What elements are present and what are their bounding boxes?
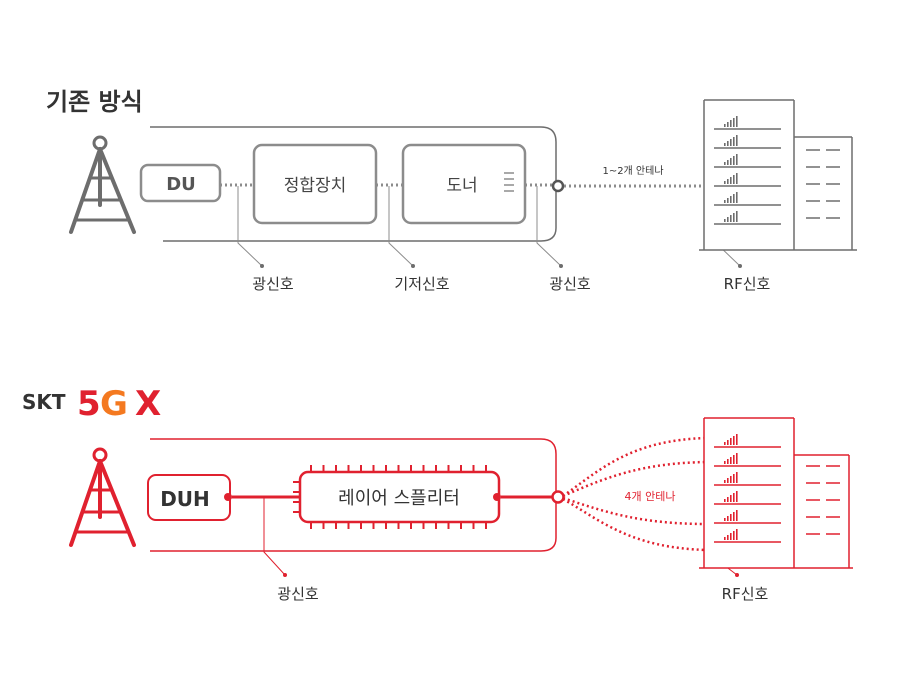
label-baseband: 기저신호	[394, 275, 449, 293]
skt-windows	[806, 465, 840, 535]
logo-x: X	[135, 384, 161, 424]
cell-tower-icon	[69, 135, 136, 234]
signal-bars-icon	[724, 211, 738, 222]
skt-section: SKT 5 G X DUH 레이어 스플리터	[22, 384, 853, 603]
optical-node-red	[551, 490, 565, 504]
cell-tower-red-icon	[69, 447, 136, 547]
building-icon	[699, 99, 857, 251]
signal-bars-icon	[724, 154, 738, 165]
splitter-label: 레이어 스플리터	[338, 488, 460, 509]
du-label: DU	[166, 174, 196, 195]
label-optical-2: 광신호	[549, 275, 591, 293]
donor-vent-icon	[504, 172, 514, 192]
donor-label: 도너	[446, 176, 477, 196]
building-red-icon	[699, 417, 853, 569]
label-rf-1: RF신호	[724, 275, 771, 293]
combiner-label: 정합장치	[284, 176, 347, 196]
skt-label-optical: 광신호	[277, 585, 319, 603]
signal-bars-icon	[724, 116, 738, 127]
signal-bars-icon	[724, 529, 738, 540]
duh-label: DUH	[160, 487, 210, 511]
legacy-windows	[806, 149, 840, 219]
signal-bars-icon	[724, 192, 738, 203]
logo-skt: SKT	[22, 390, 66, 414]
splitter-port	[493, 493, 501, 501]
antenna-fanout	[562, 436, 708, 552]
label-optical-1: 광신호	[252, 275, 294, 293]
signal-bars-icon	[724, 491, 738, 502]
legacy-antenna-note: 1~2개 안테나	[602, 165, 663, 177]
legacy-title: 기존 방식	[46, 88, 143, 116]
duh-port	[224, 493, 232, 501]
skt-leader-dots	[283, 573, 739, 577]
logo-g: G	[100, 384, 128, 424]
du-box	[139, 163, 222, 203]
skt-antenna-note: 4개 안테나	[625, 490, 676, 503]
skt-floors	[714, 434, 781, 543]
signal-bars-icon	[724, 135, 738, 146]
skt-label-rf: RF신호	[722, 585, 769, 603]
layer-splitter-chip: 레이어 스플리터	[293, 465, 501, 529]
skt-5gx-logo: SKT 5 G X	[22, 384, 161, 424]
legacy-leader-dots	[260, 264, 742, 268]
signal-bars-icon	[724, 453, 738, 464]
logo-5: 5	[77, 384, 101, 424]
signal-bars-icon	[724, 510, 738, 521]
optical-node	[551, 179, 565, 193]
legacy-section: 기존 방식 DU 정합장치 도너	[46, 88, 857, 293]
signal-bars-icon	[724, 173, 738, 184]
legacy-floors	[714, 116, 781, 225]
signal-bars-icon	[724, 472, 738, 483]
signal-bars-icon	[724, 434, 738, 445]
